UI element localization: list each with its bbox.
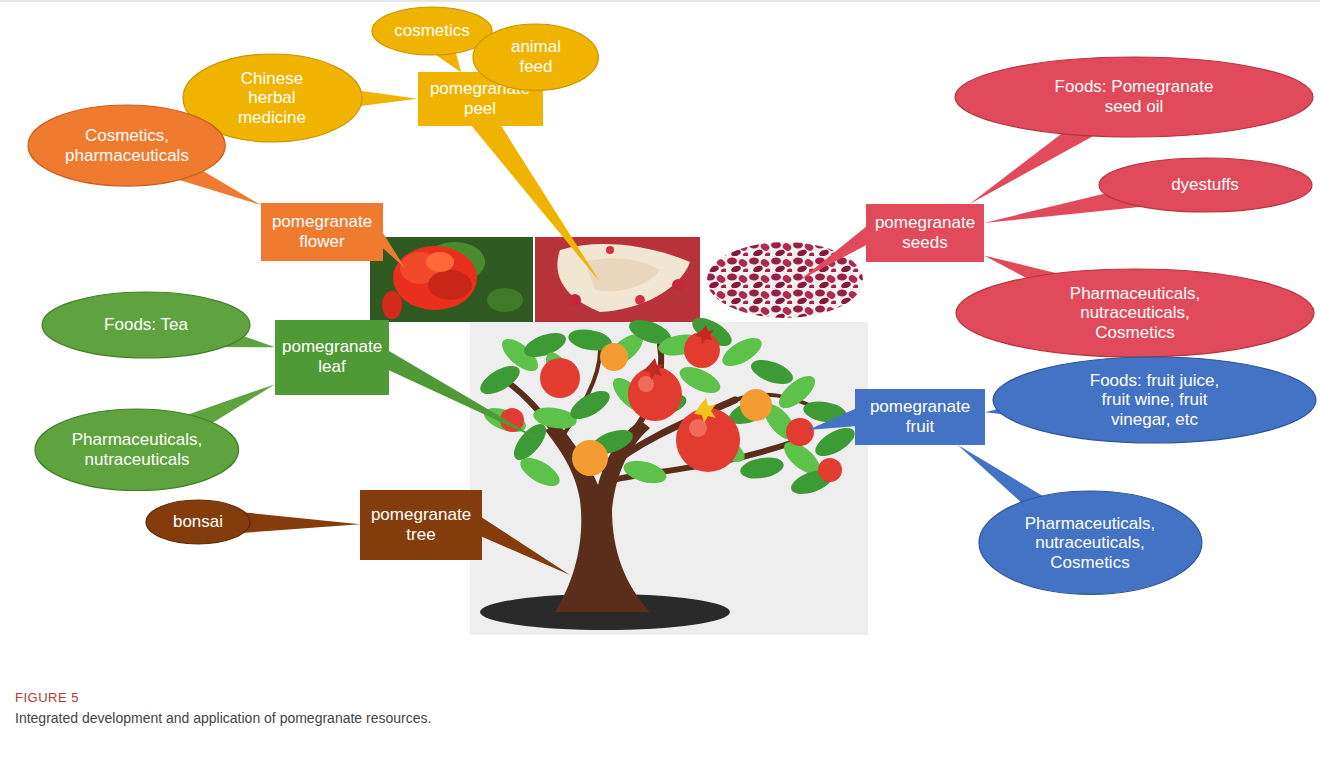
bubble-outline bbox=[1099, 158, 1312, 212]
use-label: animal feed bbox=[501, 37, 571, 76]
bubble-outline bbox=[473, 24, 598, 90]
tree-pointer bbox=[478, 515, 570, 575]
figure-number: FIGURE 5 bbox=[15, 690, 79, 705]
text-group: pomegranate seeds bbox=[873, 213, 977, 252]
text-group: Pharmaceuticals, nutraceuticals, Cosmeti… bbox=[1055, 284, 1215, 343]
use-bubble: Cosmetics, pharmaceuticals bbox=[27, 104, 226, 187]
text-group: pomegranate fruit bbox=[865, 397, 975, 436]
part-box: pomegranate tree bbox=[360, 490, 482, 560]
part-box: pomegranate flower bbox=[261, 203, 383, 261]
use-label: Cosmetics, pharmaceuticals bbox=[59, 126, 194, 165]
use-bubble: Pharmaceuticals, nutraceuticals, Cosmeti… bbox=[955, 268, 1315, 358]
text-group: Foods: fruit juice, fruit wine, fruit vi… bbox=[1080, 371, 1230, 430]
use-bubble: Foods: Tea bbox=[41, 291, 251, 359]
use-bubble: Pharmaceuticals, nutraceuticals bbox=[34, 408, 240, 492]
text-group: Pharmaceuticals, nutraceuticals bbox=[67, 430, 207, 469]
use-label: bonsai bbox=[173, 512, 223, 532]
part-box: pomegranate seeds bbox=[866, 204, 984, 262]
part-label: pomegranate tree bbox=[367, 505, 475, 544]
text-group: pomegranate tree bbox=[367, 505, 475, 544]
bubble-outline bbox=[956, 269, 1314, 357]
text-group: Cosmetics, pharmaceuticals bbox=[59, 126, 194, 165]
use-label: cosmetics bbox=[394, 21, 470, 41]
seeds-pointer bbox=[800, 222, 872, 280]
text-group: dyestuffs bbox=[1171, 175, 1239, 195]
part-label: pomegranate seeds bbox=[873, 213, 977, 252]
use-bubble: Foods: fruit juice, fruit wine, fruit vi… bbox=[992, 356, 1317, 444]
text-group: Foods: Tea bbox=[104, 315, 188, 335]
flower-photo bbox=[370, 237, 533, 322]
use-bubble: animal feed bbox=[472, 23, 599, 91]
text-group: bonsai bbox=[173, 512, 223, 532]
leaf-pointer bbox=[384, 348, 540, 440]
use-label: Pharmaceuticals, nutraceuticals bbox=[67, 430, 207, 469]
bubble-outline bbox=[146, 500, 250, 544]
use-bubble: Foods: Pomegranate seed oil bbox=[954, 56, 1314, 138]
text-group: pomegranate leaf bbox=[282, 337, 382, 376]
text-group: pomegranate flower bbox=[268, 212, 376, 251]
bubble-outline bbox=[42, 292, 250, 358]
top-rule bbox=[0, 1, 1320, 2]
text-group: Foods: Pomegranate seed oil bbox=[1044, 77, 1224, 116]
bubble-outline bbox=[993, 357, 1316, 443]
peel-photo bbox=[535, 237, 700, 322]
fruit-pointer bbox=[808, 408, 857, 430]
figure-caption: Integrated development and application o… bbox=[15, 710, 431, 726]
use-label: Pharmaceuticals, nutraceuticals, Cosmeti… bbox=[1020, 514, 1160, 573]
text-group: Pharmaceuticals, nutraceuticals, Cosmeti… bbox=[1020, 514, 1160, 573]
use-bubble: dyestuffs bbox=[1098, 157, 1313, 213]
callout-tail bbox=[235, 512, 360, 534]
bubble-outline bbox=[372, 7, 492, 55]
part-label: pomegranate leaf bbox=[282, 337, 382, 376]
part-box: pomegranate fruit bbox=[855, 389, 985, 445]
bubble-outline bbox=[35, 409, 239, 491]
text-group: Chinese herbal medicine bbox=[227, 69, 317, 128]
tree-drawing bbox=[470, 312, 868, 635]
bubble-outline bbox=[28, 105, 225, 186]
use-bubble: bonsai bbox=[145, 499, 251, 545]
use-label: Chinese herbal medicine bbox=[227, 69, 317, 128]
use-label: dyestuffs bbox=[1171, 175, 1239, 195]
text-group: animal feed bbox=[501, 37, 571, 76]
use-label: Foods: fruit juice, fruit wine, fruit vi… bbox=[1080, 371, 1230, 430]
bubble-outline bbox=[955, 57, 1313, 137]
part-label: pomegranate flower bbox=[268, 212, 376, 251]
text-group: cosmetics bbox=[394, 21, 470, 41]
part-box: pomegranate leaf bbox=[275, 320, 389, 395]
part-label: pomegranate fruit bbox=[865, 397, 975, 436]
use-label: Pharmaceuticals, nutraceuticals, Cosmeti… bbox=[1055, 284, 1215, 343]
use-bubble: Pharmaceuticals, nutraceuticals, Cosmeti… bbox=[978, 490, 1203, 595]
peel-pointer bbox=[470, 124, 600, 282]
bubble-outline bbox=[979, 491, 1202, 594]
use-label: Foods: Pomegranate seed oil bbox=[1044, 77, 1224, 116]
use-label: Foods: Tea bbox=[104, 315, 188, 335]
